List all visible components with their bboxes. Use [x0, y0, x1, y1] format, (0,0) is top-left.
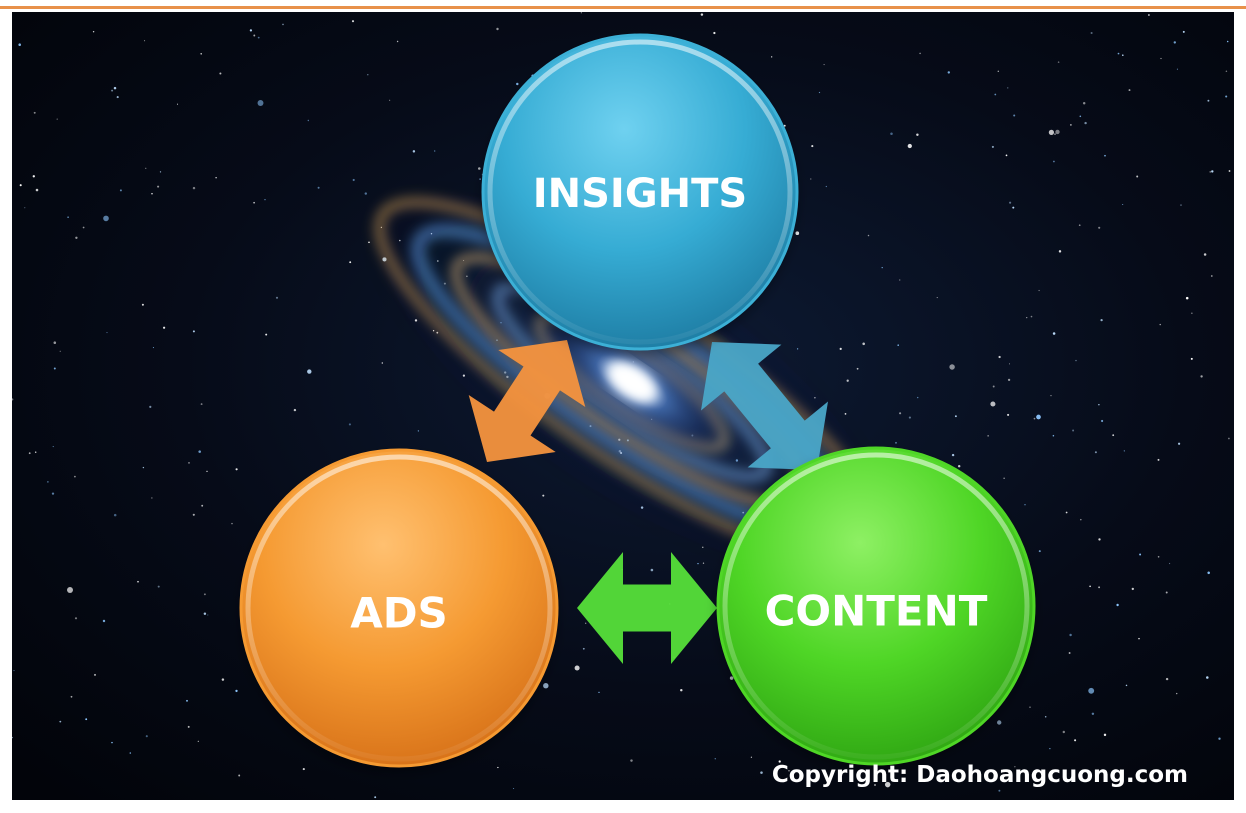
diagram-stage: INSIGHTS ADS CONTENT Copyright: Daohoangcu…: [12, 12, 1234, 800]
diagram-nodes: INSIGHTS ADS CONTENT: [239, 33, 1036, 772]
node-circle: [481, 33, 799, 351]
copyright-text: Copyright: Daohoangcuong.com: [772, 762, 1188, 788]
node-rim: [487, 39, 793, 345]
node-label-insights: INSIGHTS: [533, 171, 747, 217]
node-rim: [245, 454, 553, 762]
node-rim: [722, 452, 1030, 760]
arrow-ads-insights: [468, 340, 586, 462]
node-circle: [716, 446, 1036, 766]
node-label-ads: ADS: [350, 589, 448, 638]
cycle-diagram: INSIGHTS ADS CONTENT Copyright: Daohoangcu…: [12, 12, 1234, 800]
node-label-content: CONTENT: [765, 587, 988, 636]
node-insights: INSIGHTS: [481, 33, 799, 355]
node-ads: ADS: [239, 448, 559, 772]
node-circle: [239, 448, 559, 768]
top-accent-rule: [0, 0, 1246, 9]
node-content: CONTENT: [716, 446, 1036, 770]
arrow-insights-content: [701, 342, 828, 470]
relationship-arrows: [468, 340, 828, 664]
arrow-ads-content: [577, 552, 717, 664]
